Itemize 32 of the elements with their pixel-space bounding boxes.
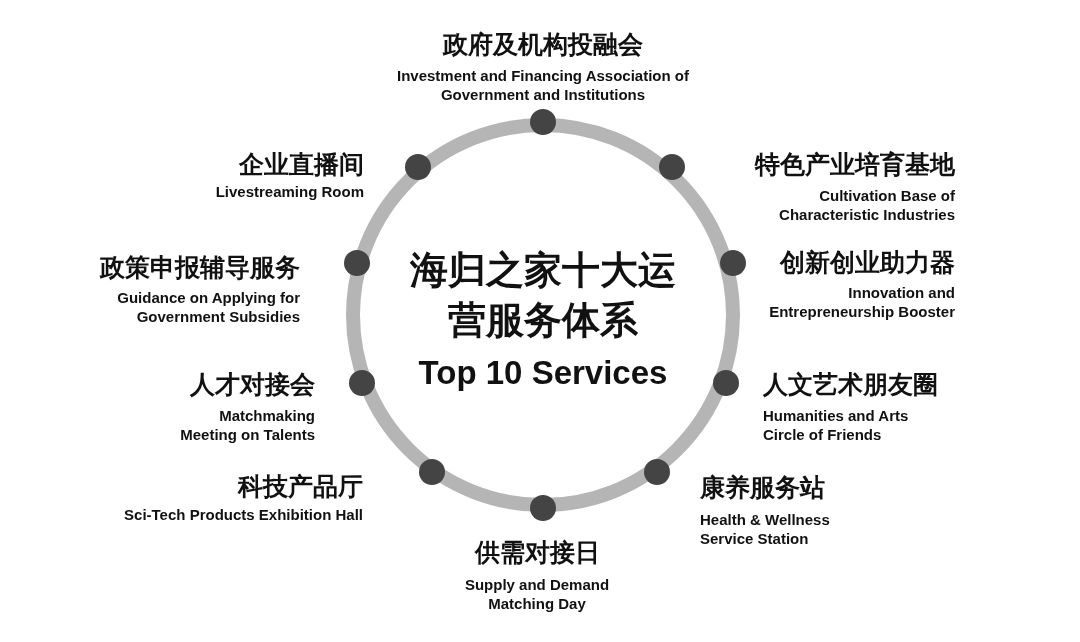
service-name: 政府及机构投融会 — [441, 30, 644, 60]
service-name: 特色产业培育基地 — [755, 150, 955, 180]
service-description: Guidance on Applying for Government Subsidies — [116, 288, 300, 326]
service-name: 人才对接会 — [190, 370, 315, 400]
service-name: 创新创业助力器 — [780, 248, 955, 278]
dot — [530, 495, 556, 521]
dot — [344, 250, 370, 276]
service-description: Sci-Tech Products Exhibition Hall — [123, 505, 363, 524]
dot — [713, 370, 739, 396]
service-name: 人文艺术朋友圈 — [763, 370, 938, 400]
dot — [644, 459, 670, 485]
service-name: 企业直播间 — [239, 150, 364, 180]
service-name: 康养服务站 — [700, 473, 825, 503]
service-description: Humanities and Arts Circle of Friends — [763, 406, 910, 444]
service-description: Livestreaming Room — [214, 182, 364, 201]
service-description: Supply and Demand Matching Day — [463, 575, 611, 613]
center-subtitle: Top 10 Services — [417, 353, 669, 393]
service-description: Investment and Financing Association of Government and Institutions — [396, 66, 690, 104]
dot — [720, 250, 746, 276]
service-description: Health & Wellness Service Station — [700, 510, 831, 548]
dot — [349, 370, 375, 396]
dot — [419, 459, 445, 485]
service-name: 科技产品厅 — [238, 472, 363, 502]
service-name: 政策申报辅导服务 — [100, 253, 300, 283]
service-description: Innovation and Entrepreneurship Booster — [768, 283, 955, 321]
dot — [659, 154, 685, 180]
dot — [530, 109, 556, 135]
center-title: 海归之家十大运营服务体系 — [409, 247, 677, 344]
service-name: 供需对接日 — [473, 538, 601, 568]
service-description: Matchmaking Meeting on Talents — [179, 406, 315, 444]
dot — [405, 154, 431, 180]
service-description: Cultivation Base of Characteristic Industries — [778, 186, 955, 224]
